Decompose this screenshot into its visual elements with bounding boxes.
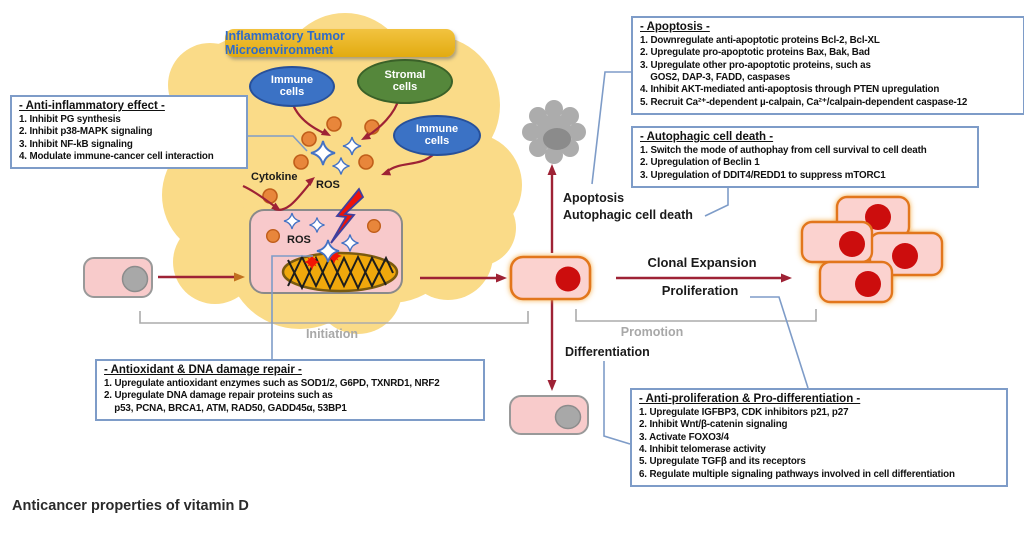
proliferation-label: Proliferation	[661, 283, 739, 298]
box-item: 5. Upregulate TGFβ and its receptors	[639, 456, 806, 468]
connector-anti-inflammatory	[243, 135, 308, 152]
initiation-bracket	[139, 311, 529, 324]
box-item: 1. Switch the mode of authophay from cel…	[640, 145, 927, 156]
box-item: 2. Inhibit p38-MAPK signaling	[19, 126, 153, 138]
box-item: 1. Upregulate antioxidant enzymes such a…	[104, 378, 440, 389]
progression-arrows	[158, 170, 781, 381]
apoptotic-cell-nucleus	[543, 128, 571, 150]
cytokine-label: Cytokine	[251, 171, 298, 183]
apoptosis-label: Apoptosis	[563, 191, 625, 205]
box-item: 1. Downregulate anti-apoptotic proteins …	[640, 35, 880, 46]
transformed-cell	[509, 255, 592, 301]
apoptosis-box: - Apoptosis - 1. Downregulate anti-apopt…	[631, 16, 1024, 116]
apoptotic-cell	[522, 100, 586, 164]
differentiated-cell-nucleus	[554, 404, 582, 430]
ros-outer-label: ROS	[316, 179, 340, 191]
anti-proliferation-box: - Anti-proliferation & Pro-differentiati…	[630, 388, 1008, 488]
box-item: 3. Activate FOXO3/4	[639, 431, 729, 443]
autophagic-cell-death-label: Autophagic cell death	[563, 208, 693, 222]
anti-proliferation-box-title: - Anti-proliferation & Pro-differentiati…	[639, 393, 861, 405]
anti-inflammatory-title: - Anti-inflammatory effect -	[19, 100, 165, 112]
normal-cell-nucleus	[121, 265, 149, 293]
normal-cell	[83, 257, 153, 298]
tme-banner: Inflammatory Tumor Microenvironment	[225, 29, 455, 57]
immune-cells-ellipse-2: Immune cells	[393, 115, 481, 156]
phase-brackets	[139, 309, 817, 324]
antioxidant-box: - Antioxidant & DNA damage repair - 1. U…	[95, 359, 485, 422]
box-item: 4. Inhibit telomerase activity	[639, 444, 766, 456]
ros-inner-label: ROS	[287, 234, 311, 246]
connector-apoptosis-box	[591, 71, 631, 185]
box-item: 1. Inhibit PG synthesis	[19, 114, 121, 125]
dna-helix	[287, 254, 394, 291]
connector-differentiation	[603, 361, 631, 445]
stromal-cells-ellipse: Stromal cells	[357, 59, 453, 104]
box-item: 1. Upregulate IGFBP3, CDK inhibitors p21…	[639, 407, 849, 418]
box-item: 3. Inhibit NF-kB signaling	[19, 138, 133, 150]
transformed-cell-nucleus	[555, 266, 581, 292]
promotion-label: Promotion	[620, 325, 684, 339]
box-item: 2. Upregulation of Beclin 1	[640, 157, 760, 169]
figure-caption: Anticancer properties of vitamin D	[12, 498, 249, 514]
box-item: 2. Upregulate DNA damage repair proteins…	[104, 390, 347, 414]
autophagic-box: - Autophagic cell death - 1. Switch the …	[631, 126, 979, 189]
box-item: 2. Inhibit Wnt/β-catenin signaling	[639, 419, 788, 431]
box-item: 3. Upregulation of DDIT4/REDD1 to suppre…	[640, 169, 886, 181]
connector-antioxidant	[271, 255, 313, 359]
antioxidant-box-title: - Antioxidant & DNA damage repair -	[104, 364, 302, 376]
callout-connectors	[243, 71, 809, 445]
box-item: 4. Modulate immune-cancer cell interacti…	[19, 151, 214, 163]
connector-proliferation	[750, 296, 809, 389]
box-item: 6. Regulate multiple signaling pathways …	[639, 468, 955, 480]
box-item: 2. Upregulate pro-apoptotic proteins Bax…	[640, 47, 870, 59]
box-item: 4. Inhibit AKT-mediated anti-apoptosis t…	[640, 84, 940, 96]
box-item: 3. Upregulate other pro-apoptotic protei…	[640, 59, 871, 84]
connector-autophagic-box	[704, 187, 729, 217]
clonal-expansion-label: Clonal Expansion	[647, 255, 757, 270]
anti-inflammatory-box: - Anti-inflammatory effect - 1. Inhibit …	[10, 95, 248, 170]
apoptosis-box-title: - Apoptosis -	[640, 21, 710, 33]
promotion-bracket	[575, 309, 817, 322]
tumor-cell-cluster	[800, 195, 944, 304]
differentiation-label: Differentiation	[565, 345, 650, 359]
initiation-label: Initiation	[305, 327, 359, 341]
lightning-bolt-icon	[330, 187, 365, 244]
immune-cells-ellipse-1: Immune cells	[249, 66, 335, 107]
box-item: 5. Recruit Ca²⁺-dependent µ-calpain, Ca²…	[640, 96, 968, 108]
autophagic-box-title: - Autophagic cell death -	[640, 131, 774, 143]
differentiated-cell	[509, 395, 589, 435]
